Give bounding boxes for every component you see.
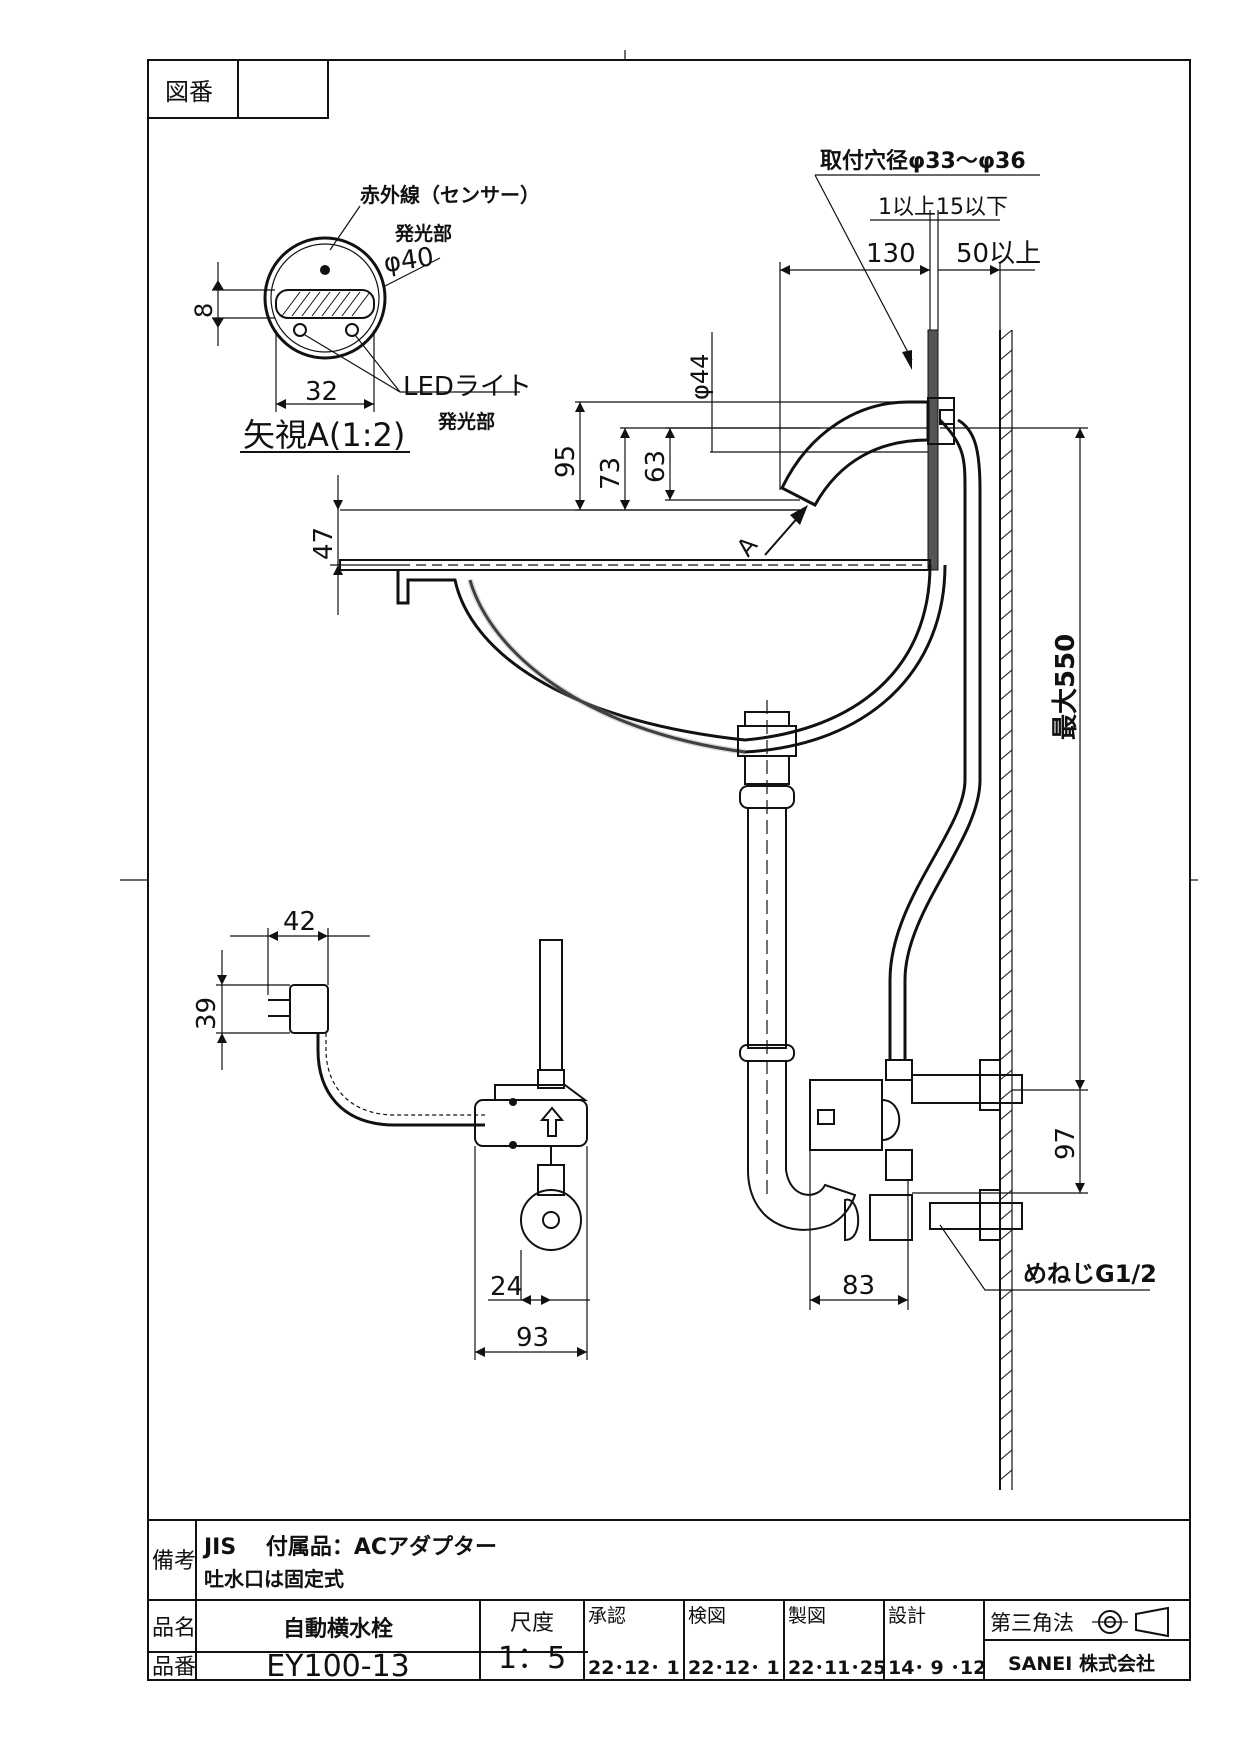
projection-label: 第三角法 bbox=[990, 1611, 1074, 1635]
p-trap bbox=[747, 1061, 857, 1231]
checked-label: 検図 bbox=[688, 1605, 726, 1627]
diameter-40-label: φ40 bbox=[382, 242, 436, 279]
dim-39: 39 bbox=[192, 997, 222, 1030]
thread-label: めねじG1/2 bbox=[1023, 1260, 1157, 1288]
dim-63: 63 bbox=[641, 450, 671, 483]
remarks-label: 備考 bbox=[152, 1549, 196, 1574]
dim-thickness: 1以上15以下 bbox=[878, 195, 1008, 220]
drawing-frame bbox=[147, 59, 1191, 1681]
view-a-arrow-label: A bbox=[731, 531, 763, 562]
main-side-view: 取付穴径φ33～φ36 1以上15以下 130 50以上 φ44 95 73 6… bbox=[309, 148, 1157, 1490]
sensor-label: 赤外線（センサー） bbox=[360, 183, 540, 207]
designed-label: 設計 bbox=[888, 1605, 926, 1627]
third-angle-projection-icon bbox=[1092, 1606, 1169, 1638]
mount-hole-label: 取付穴径φ33～φ36 bbox=[820, 148, 1026, 174]
stop-valve bbox=[869, 1194, 913, 1241]
dim-42: 42 bbox=[283, 907, 316, 937]
basin-bowl bbox=[396, 564, 932, 742]
valve-unit bbox=[474, 1099, 588, 1147]
led-right-icon bbox=[345, 323, 359, 337]
approved-label: 承認 bbox=[588, 1605, 626, 1627]
spout bbox=[780, 400, 930, 507]
dim-130: 130 bbox=[866, 239, 916, 269]
flow-arrow-icon bbox=[539, 1106, 565, 1137]
drawing-number-label: 図番 bbox=[165, 78, 213, 106]
product-number-label: 品番 bbox=[152, 1655, 196, 1680]
drawing-number-box: 図番 bbox=[147, 59, 329, 119]
company-label: SANEI 株式会社 bbox=[1008, 1652, 1155, 1675]
dim-47: 47 bbox=[309, 527, 339, 560]
scale-value: 1：5 bbox=[498, 1641, 566, 1676]
product-name-value: 自動横水栓 bbox=[283, 1616, 393, 1642]
drawn-date: 22･11･25 bbox=[788, 1657, 886, 1679]
stop-valve-handle-front[interactable] bbox=[520, 1189, 582, 1251]
dim-8: 8 bbox=[190, 303, 218, 318]
sensor-circle bbox=[263, 236, 387, 360]
ac-adapter bbox=[289, 984, 329, 1034]
remarks-line-2: 吐水口は固定式 bbox=[204, 1567, 344, 1591]
dim-97: 97 bbox=[1051, 1127, 1081, 1160]
led-label: LEDライト bbox=[403, 372, 532, 402]
emitter-label-bottom: 発光部 bbox=[437, 410, 495, 433]
solenoid-valve bbox=[809, 1079, 883, 1151]
dim-73: 73 bbox=[596, 457, 626, 490]
stop-valve-handle[interactable] bbox=[844, 1198, 860, 1242]
product-number-value: EY100-13 bbox=[266, 1649, 410, 1684]
led-left-icon bbox=[293, 323, 307, 337]
sensor-window bbox=[275, 289, 375, 319]
dim-93: 93 bbox=[516, 1323, 549, 1353]
dim-95: 95 bbox=[551, 445, 581, 478]
product-name-label: 品名 bbox=[152, 1616, 196, 1641]
supply-hose bbox=[903, 418, 982, 1060]
designed-date: 14･ 9 ･12 bbox=[888, 1657, 986, 1679]
checked-date: 22･12･ 1 bbox=[688, 1657, 780, 1679]
title-block: 備考 JIS 付属品：ACアダプター 吐水口は固定式 品名 自動横水栓 品番 E… bbox=[148, 1519, 1190, 1684]
dim-max550: 最大550 bbox=[1051, 634, 1081, 740]
emitter-label-top: 発光部 bbox=[394, 222, 452, 245]
detail-view-a: 赤外線（センサー） 発光部 φ40 8 32 LEDライト 発光部 矢視A(1:… bbox=[190, 183, 540, 454]
dim-83: 83 bbox=[842, 1271, 875, 1301]
approved-date: 22･12･ 1 bbox=[588, 1657, 680, 1679]
dim-50: 50以上 bbox=[956, 239, 1041, 269]
adapter-cable bbox=[316, 1033, 485, 1127]
view-a-title: 矢視A(1:2) bbox=[243, 416, 405, 454]
scale-label: 尺度 bbox=[510, 1611, 554, 1636]
counter-backsplash bbox=[927, 329, 939, 571]
adapter-front-view: 42 39 24 93 bbox=[192, 907, 590, 1360]
dim-32: 32 bbox=[305, 377, 338, 407]
dim-24: 24 bbox=[490, 1272, 523, 1302]
remarks-line-1: JIS 付属品：ACアダプター bbox=[202, 1534, 497, 1560]
dim-dia44: φ44 bbox=[686, 354, 714, 400]
sensor-dot bbox=[320, 265, 330, 275]
drawn-label: 製図 bbox=[788, 1605, 826, 1627]
